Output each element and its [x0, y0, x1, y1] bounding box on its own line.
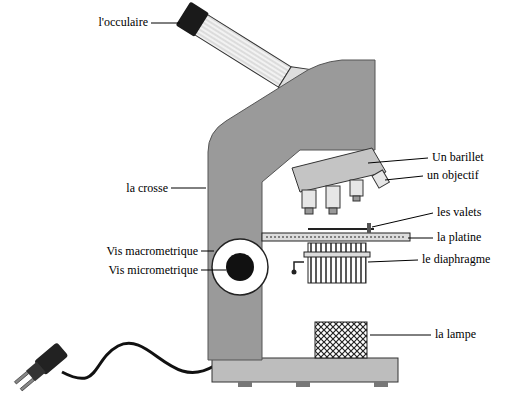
part-label: les valets [437, 205, 481, 219]
part-label: la crosse [126, 181, 168, 195]
part-label: l'occulaire [99, 15, 148, 29]
part-label: la lampe [435, 327, 476, 341]
part-label: un objectif [427, 168, 479, 182]
part-label: Vis macrometrique [106, 244, 198, 258]
part-label: Vis micrometrique [108, 263, 198, 277]
part-label: Un barillet [432, 150, 484, 164]
part-label: la platine [437, 230, 481, 244]
part-label: le diaphragme [422, 252, 490, 266]
